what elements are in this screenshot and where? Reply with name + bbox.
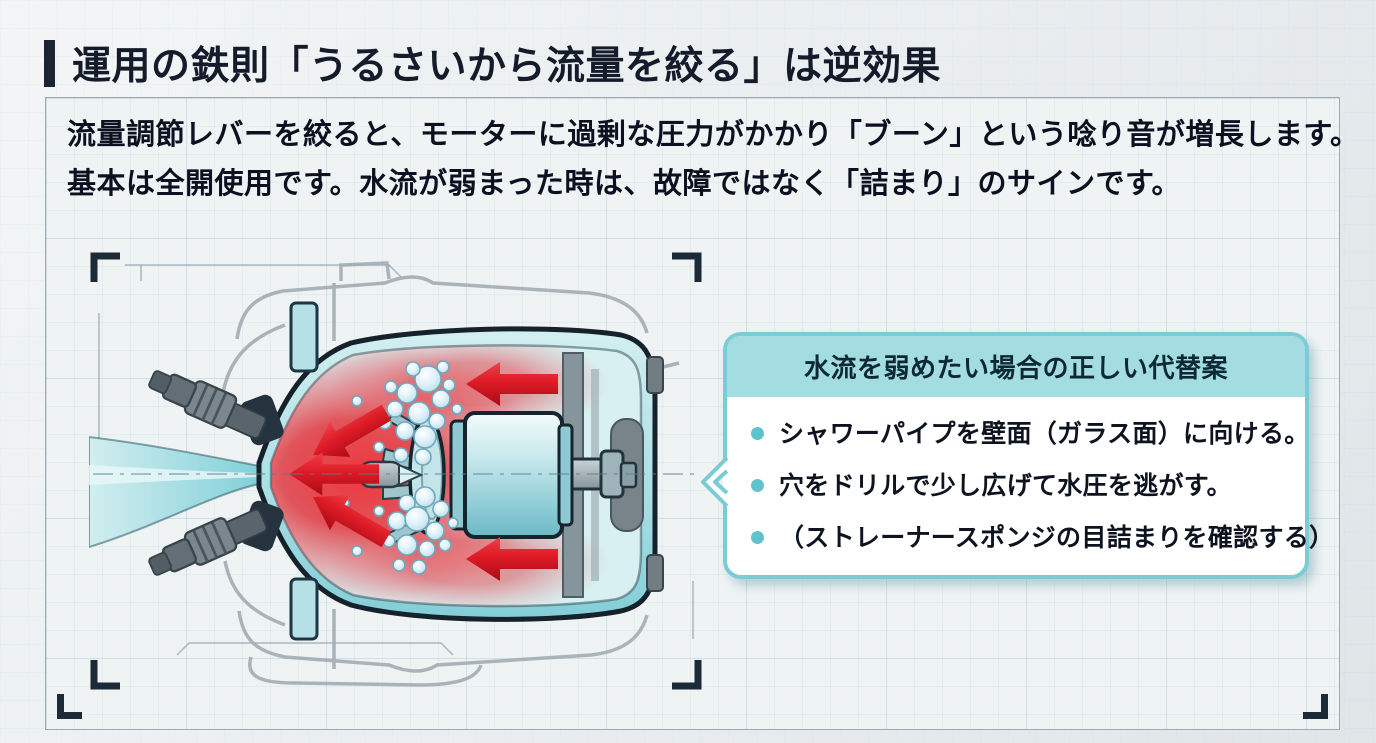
intro-line-2: 基本は全開使用です。水流が弱まった時は、故障ではなく「詰まり」のサインです。 — [67, 168, 1182, 201]
corner-bracket-top-right — [672, 252, 702, 282]
cavitation-bubbles — [340, 360, 463, 575]
ghost-outline — [221, 261, 680, 687]
panel-corner-bracket-bottom-right — [1303, 694, 1328, 719]
alternatives-callout: 水流を弱めたい場合の正しい代替案 シャワーパイプを壁面（ガラス面）に向ける。 穴… — [701, 332, 1334, 579]
panel-corner-bracket-bottom-left — [57, 694, 82, 719]
bullet-dot-icon — [751, 427, 764, 440]
list-item: （ストレーナースポンジの目詰まりを確認する） — [749, 518, 1334, 558]
corner-bracket-bottom-left — [90, 660, 120, 690]
bullet-text: 穴をドリルで少し広げて水圧を逃がす。 — [779, 472, 1232, 500]
title-accent-bar — [44, 39, 55, 87]
callout-title: 水流を弱めたい場合の正しい代替案 — [727, 336, 1305, 397]
water-jet — [89, 435, 260, 549]
bullet-dot-icon — [751, 531, 764, 544]
diagram-corner-brackets — [90, 252, 702, 690]
page-title: 運用の鉄則「うるさいから流量を絞る」は逆効果 — [72, 45, 942, 88]
content-panel: 流量調節レバーを絞ると、モーターに過剰な圧力がかかり「ブーン」という唸り音が増長… — [45, 97, 1359, 730]
bullet-text: シャワーパイプを壁面（ガラス面）に向ける。 — [779, 420, 1310, 448]
hose-connector-upper — [148, 370, 267, 439]
blueprint-illustration — [89, 252, 702, 690]
hose-connector-lower — [148, 508, 268, 576]
callout-tail-icon — [701, 456, 731, 508]
slide-header: 運用の鉄則「うるさいから流量を絞る」は逆効果 — [44, 35, 941, 91]
callout-list: シャワーパイプを壁面（ガラス面）に向ける。 穴をドリルで少し広げて水圧を逃がす。… — [727, 397, 1334, 558]
corner-bracket-bottom-right — [672, 660, 702, 690]
corner-bracket-top-left — [90, 252, 120, 282]
list-item: 穴をドリルで少し広げて水圧を逃がす。 — [749, 466, 1293, 506]
filter-cross-section-diagram — [89, 251, 703, 691]
list-item: シャワーパイプを壁面（ガラス面）に向ける。 — [749, 414, 1309, 454]
bullet-text: （ストレーナースポンジの目詰まりを確認する） — [779, 524, 1335, 552]
hose-connectors — [148, 370, 284, 576]
intro-text: 流量調節レバーを絞ると、モーターに過剰な圧力がかかり「ブーン」という唸り音が増長… — [67, 111, 1360, 210]
bullet-dot-icon — [751, 479, 764, 492]
intro-line-1: 流量調節レバーを絞ると、モーターに過剰な圧力がかかり「ブーン」という唸り音が増長… — [67, 119, 1360, 151]
